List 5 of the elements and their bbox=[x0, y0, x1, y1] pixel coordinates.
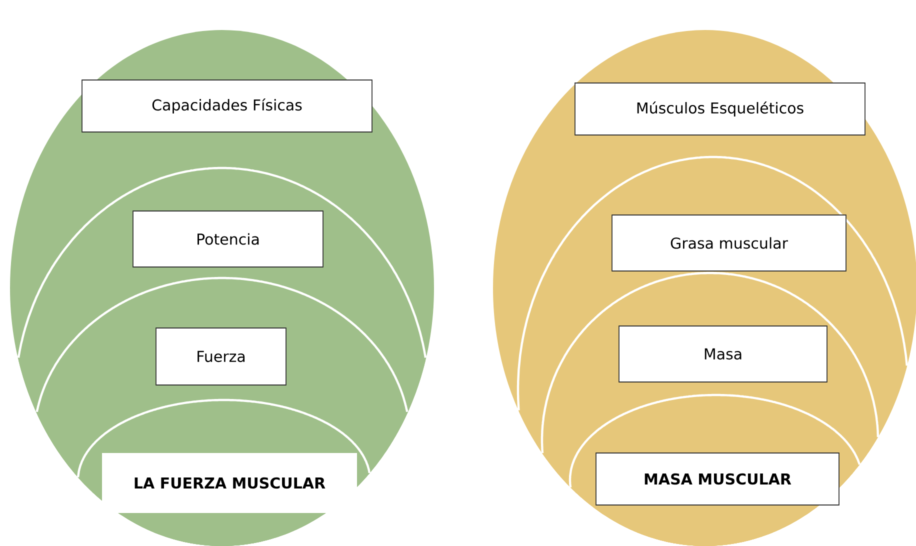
node-label: Masa bbox=[704, 348, 742, 360]
node-label: Grasa muscular bbox=[670, 237, 788, 249]
node-label: Potencia bbox=[198, 233, 259, 245]
node-label: LA FUERZA MUSCULAR bbox=[134, 477, 326, 489]
node-label: Fuerza bbox=[198, 350, 245, 362]
